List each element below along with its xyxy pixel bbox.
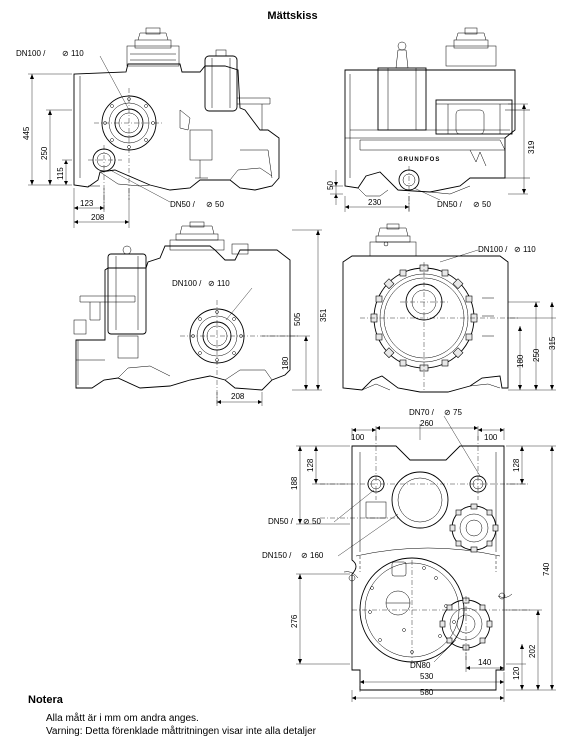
top-dim-right-offset: 100 (484, 433, 498, 442)
top-dn80-label: DN80 (410, 661, 431, 670)
side-view: GRUNDFOS 319 50 230 DN50 / ⊘ 50 (326, 27, 536, 212)
side2-dim-height: 315 (548, 336, 557, 350)
top-dim-outlet-depth: 202 (528, 644, 537, 658)
front-dim-inlet-offset: 208 (91, 213, 105, 222)
top-dim-total-width: 580 (420, 688, 434, 697)
top-dim-inner-width: 530 (420, 672, 434, 681)
front-inlet-label: DN100 / (16, 49, 46, 58)
rear-dim-inlet-offset: 208 (231, 392, 245, 401)
diameter-symbol: ⊘ (62, 49, 69, 58)
diameter-symbol: ⊘ (301, 551, 308, 560)
front-outlet-diameter: 50 (215, 200, 224, 209)
diameter-symbol: ⊘ (208, 279, 215, 288)
front-dim-outlet-offset: 123 (80, 199, 94, 208)
rear-view: DN100 / ⊘ 110 505 351 180 208 (73, 221, 328, 406)
note-units: Alla mått är i mm om andra anges. (46, 713, 199, 724)
brand-logo-text: GRUNDFOS (398, 157, 440, 163)
top-dim-outlet-side: 140 (478, 658, 492, 667)
front-view: DN100 / ⊘ 110 DN50 / ⊘ 50 445 250 115 12… (16, 27, 280, 228)
front-dim-inlet-height: 250 (40, 146, 49, 160)
side-outlet-label: DN50 / (437, 200, 463, 209)
top-dn150-label: DN150 / (262, 551, 292, 560)
top-dim-left-depth: 188 (290, 476, 299, 490)
front-dim-outlet-height: 115 (56, 167, 65, 180)
side-outlet-diameter: 50 (482, 200, 491, 209)
top-dim-pump-depth: 276 (290, 614, 299, 628)
top-dn70-diameter: 75 (453, 408, 462, 417)
side2-dim-inlet-height: 250 (532, 348, 541, 362)
top-dn70-label: DN70 / (409, 408, 435, 417)
side-dim-height: 319 (527, 140, 536, 154)
rear-dim-total-height: 505 (293, 312, 302, 326)
inlet-side-view: DN100 / ⊘ 110 315 250 180 (342, 223, 557, 393)
diameter-symbol: ⊘ (473, 200, 480, 209)
drawing-title: Mättskiss (267, 10, 318, 22)
diameter-symbol: ⊘ (444, 408, 451, 417)
notes-heading: Notera (28, 694, 63, 706)
side2-inlet-label: DN100 / (478, 245, 508, 254)
top-dim-left-inlet: 128 (306, 458, 315, 472)
side2-inlet-diameter: 110 (523, 245, 536, 254)
diameter-symbol: ⊘ (206, 200, 213, 209)
front-inlet-diameter: 110 (71, 49, 84, 58)
top-dim-outlet-offset: 120 (512, 666, 521, 680)
rear-dim-inlet-height: 180 (281, 356, 290, 370)
top-dn50-diameter: 50 (312, 517, 321, 526)
rear-inlet-label: DN100 / (172, 279, 202, 288)
side2-dim-centre-height: 180 (516, 354, 525, 368)
top-dim-total-depth: 740 (542, 562, 551, 576)
rear-dim-height: 351 (319, 308, 328, 322)
top-dim-right-inlet: 128 (512, 458, 521, 472)
top-dn150-diameter: 160 (310, 551, 324, 560)
front-dim-height: 445 (22, 126, 31, 140)
front-outlet-label: DN50 / (170, 200, 196, 209)
top-dn50-label: DN50 / (268, 517, 294, 526)
rear-inlet-diameter: 110 (217, 279, 230, 288)
top-dim-left-offset: 100 (351, 433, 365, 442)
side-dim-outlet-height: 50 (326, 181, 335, 190)
top-dim-inlet-spacing: 260 (420, 419, 434, 428)
diameter-symbol: ⊘ (514, 245, 521, 254)
diameter-symbol: ⊘ (303, 517, 310, 526)
top-view: DN70 / ⊘ 75 DN50 / ⊘ 50 DN150 / ⊘ 160 DN… (262, 408, 556, 702)
note-warning: Varning: Detta förenklade måttritningen … (46, 726, 316, 737)
side-dim-width: 230 (368, 198, 382, 207)
